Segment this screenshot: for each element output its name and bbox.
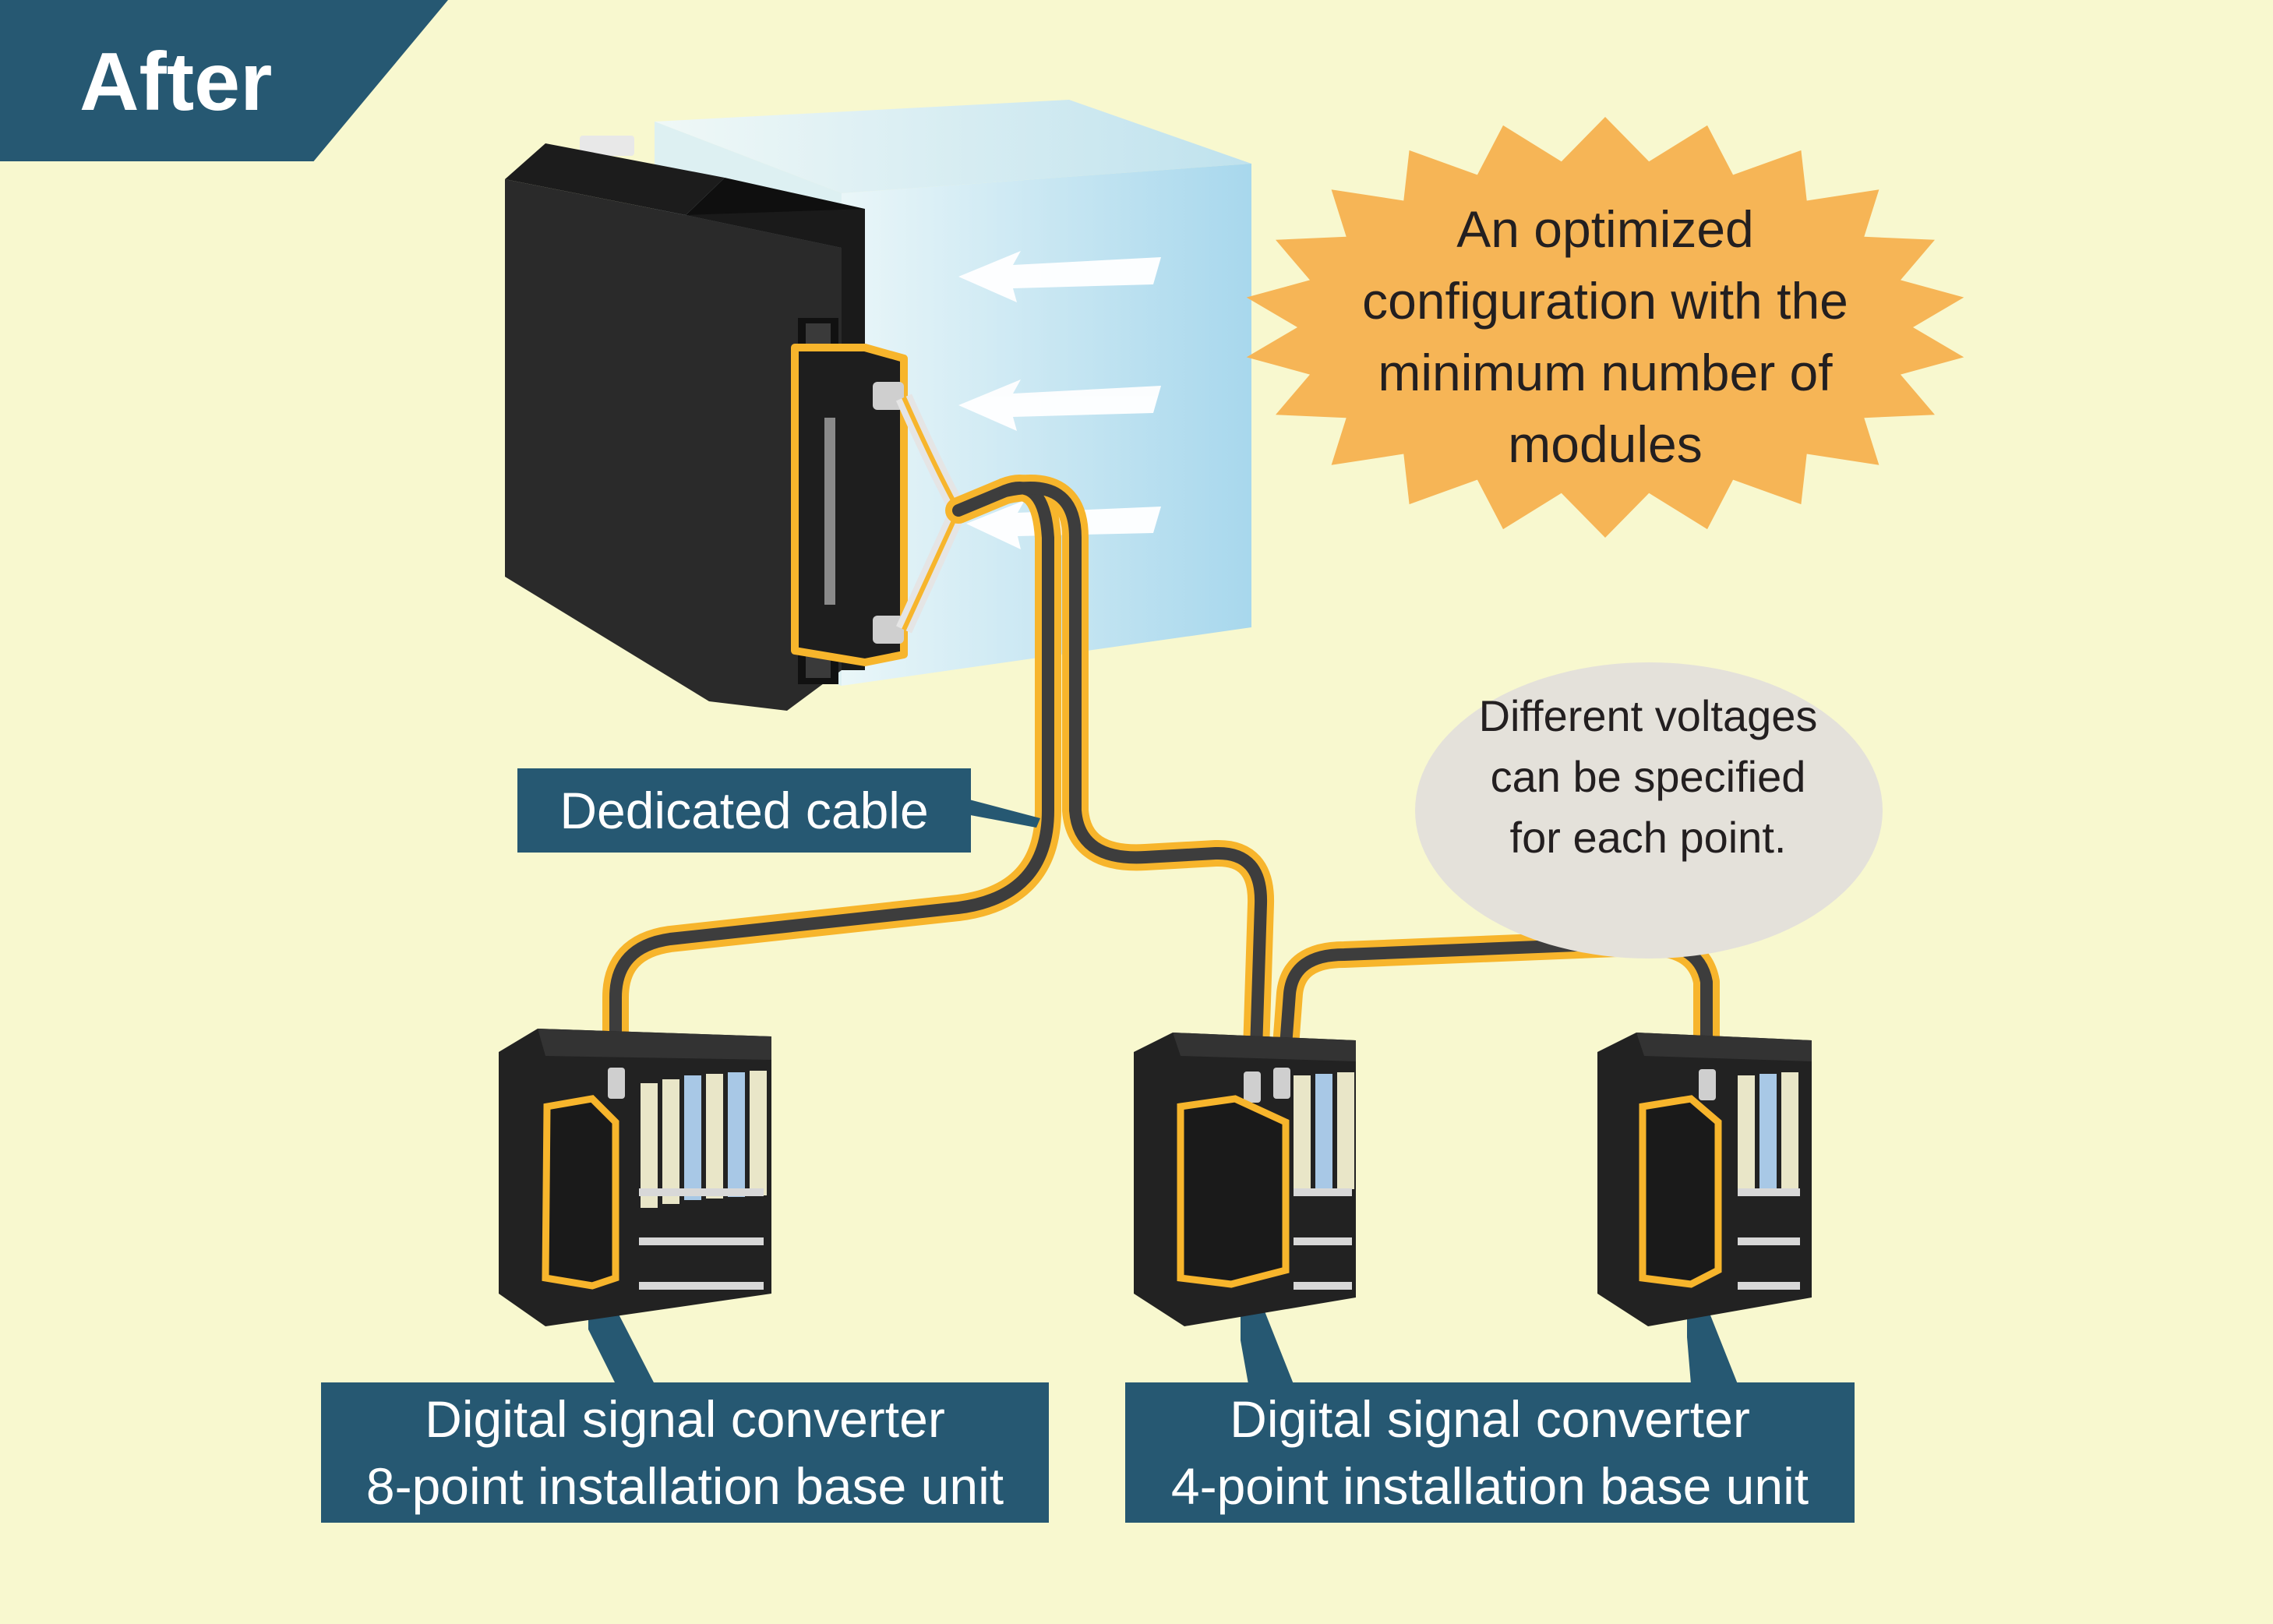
optimized-line: modules	[1508, 415, 1703, 473]
converter-8-line1: Digital signal converter	[425, 1390, 945, 1448]
converter-8-label: Digital signal converter 8-point install…	[321, 1382, 1049, 1523]
voltage-callout-text: Different voltages can be specified for …	[1426, 686, 1870, 868]
cable-label-text: Dedicated cable	[559, 782, 929, 839]
converter-4-line2: 4-point installation base unit	[1170, 1457, 1809, 1515]
after-tab-label: After	[79, 36, 273, 128]
converter-8-line2: 8-point installation base unit	[365, 1457, 1004, 1515]
converter-4-label: Digital signal converter 4-point install…	[1125, 1382, 1855, 1523]
optimized-line: configuration with the	[1362, 272, 1848, 330]
base-unit-4point-a	[1134, 1033, 1356, 1326]
converter-4-line1: Digital signal converter	[1230, 1390, 1750, 1448]
optimized-line: minimum number of	[1378, 344, 1833, 401]
callout-ellipse	[1415, 662, 1883, 959]
base-unit-8point	[499, 1029, 771, 1326]
voltage-line: can be specified	[1490, 752, 1806, 801]
voltage-line: Different voltages	[1478, 691, 1818, 740]
after-tab: After	[0, 0, 448, 161]
optimized-callout-text: An optimized configuration with the mini…	[1294, 193, 1917, 480]
optimized-line: An optimized	[1456, 200, 1754, 258]
base-unit-4point-b	[1597, 1033, 1812, 1326]
voltage-line: for each point.	[1509, 813, 1787, 862]
cable-label: Dedicated cable	[517, 768, 971, 853]
callout-burst	[1246, 117, 1964, 538]
